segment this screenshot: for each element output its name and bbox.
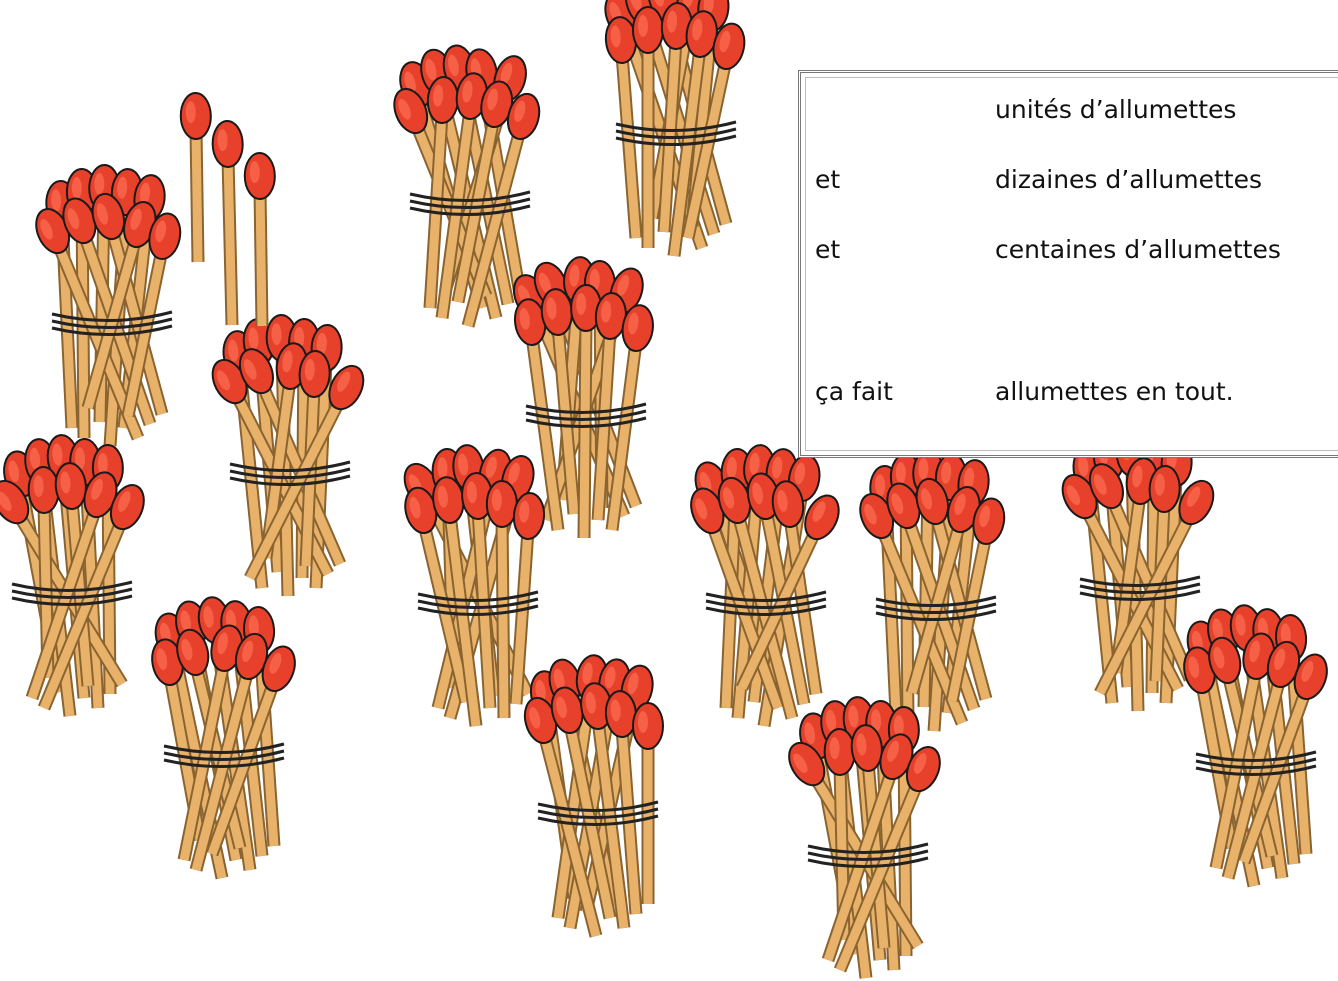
- match: [657, 2, 693, 233]
- match-bundle-icon: [393, 44, 541, 328]
- match: [632, 6, 664, 248]
- answer-row-units: unités d’allumettes: [801, 95, 1338, 135]
- match: [523, 696, 603, 938]
- match-bundle-icon: [788, 696, 941, 979]
- match: [550, 686, 617, 920]
- total-label: allumettes en tout.: [995, 377, 1234, 406]
- match: [205, 645, 296, 857]
- match: [179, 92, 212, 263]
- match-bundle-icon: [211, 314, 365, 597]
- match: [81, 201, 157, 410]
- answer-row-tens: et dizaines d’allumettes: [801, 165, 1338, 205]
- match-bundle-icon: [513, 256, 654, 539]
- match: [177, 624, 244, 862]
- match: [513, 298, 565, 531]
- match: [690, 487, 785, 711]
- match: [91, 192, 169, 416]
- match-bundle-icon: [151, 596, 296, 880]
- match: [176, 628, 247, 850]
- match: [461, 472, 497, 709]
- row-prefix: et: [815, 165, 841, 194]
- match-bundle-icon: [1183, 604, 1328, 888]
- match: [1237, 653, 1328, 865]
- match-bundle-icon: [859, 449, 1006, 732]
- match: [681, 22, 746, 240]
- match: [461, 92, 541, 328]
- match: [736, 494, 840, 691]
- match: [509, 492, 546, 705]
- match-bundle-icon: [1061, 429, 1215, 712]
- match: [915, 477, 993, 701]
- match-bundle-icon: [403, 444, 546, 727]
- match: [189, 632, 269, 872]
- match: [771, 480, 823, 695]
- match-bundle-icon: [0, 434, 145, 717]
- single-match-icon: [179, 92, 212, 263]
- match: [451, 80, 514, 304]
- match: [485, 480, 518, 719]
- match: [667, 10, 718, 257]
- tens-label: dizaines d’allumettes: [995, 165, 1263, 194]
- match: [632, 702, 664, 904]
- match: [37, 484, 145, 711]
- match: [1209, 632, 1276, 870]
- match: [850, 724, 891, 949]
- hundreds-label: centaines d’allumettes: [995, 235, 1281, 264]
- match: [432, 476, 483, 727]
- answer-row-total: ça fait allumettes en tout.: [801, 377, 1338, 417]
- row-prefix: ça fait: [815, 377, 893, 406]
- match: [833, 746, 941, 973]
- match: [605, 304, 654, 531]
- row-prefix: et: [815, 235, 841, 264]
- match: [243, 152, 276, 327]
- match-bundle-icon: [604, 0, 746, 257]
- answer-box: unités d’allumettes et dizaines d’allume…: [798, 70, 1338, 458]
- match: [1094, 479, 1215, 696]
- match-bundle-icon: [523, 654, 664, 938]
- match: [244, 364, 365, 581]
- match: [54, 462, 95, 687]
- match: [211, 120, 244, 326]
- units-label: unités d’allumettes: [995, 95, 1237, 124]
- match: [423, 76, 459, 309]
- answer-row-hundreds: et centaines d’allumettes: [801, 235, 1338, 275]
- match: [604, 16, 643, 239]
- single-match-icon: [243, 152, 276, 327]
- single-match-icon: [211, 120, 244, 326]
- match: [1221, 640, 1301, 880]
- match-bundle-icon: [35, 164, 182, 447]
- match: [1208, 636, 1279, 858]
- match-bundle-icon: [690, 444, 840, 728]
